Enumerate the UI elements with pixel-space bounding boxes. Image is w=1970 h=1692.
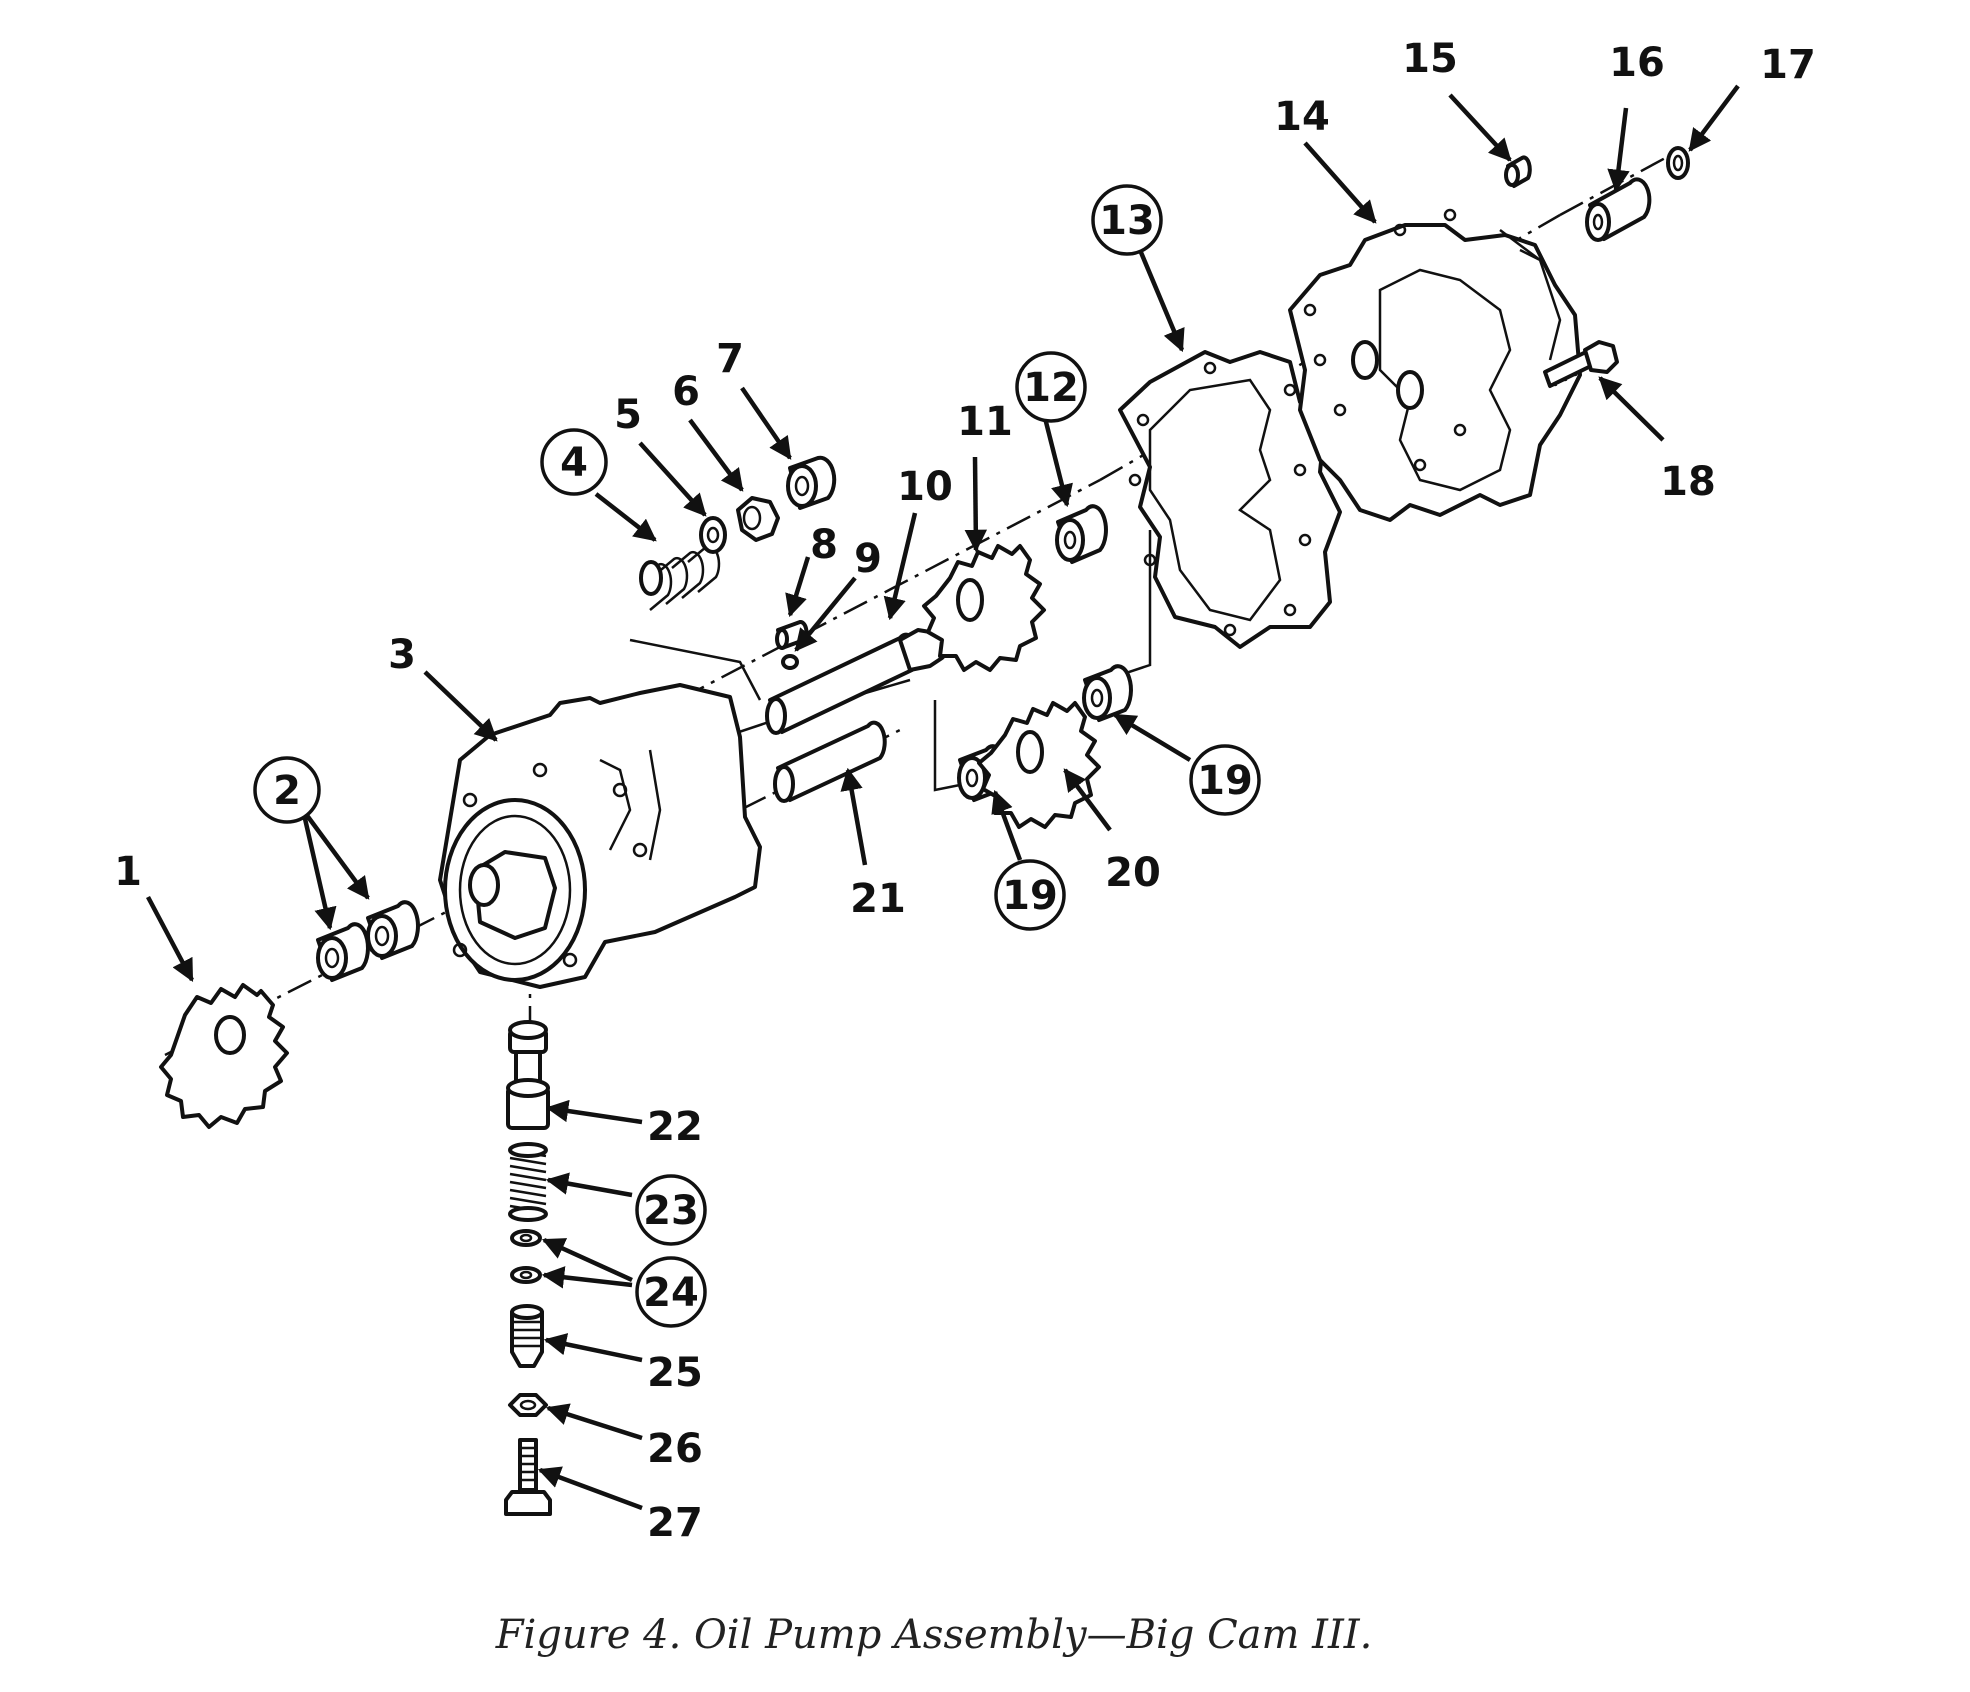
label-23: 23 bbox=[635, 1174, 707, 1246]
label-25: 25 bbox=[647, 1350, 703, 1396]
bushing-2b bbox=[366, 900, 420, 960]
svg-text:16: 16 bbox=[1609, 40, 1665, 86]
washer-26 bbox=[508, 1393, 548, 1417]
label-26: 26 bbox=[647, 1426, 703, 1472]
label-9: 9 bbox=[854, 536, 882, 582]
drive-gear-11 bbox=[922, 544, 1046, 672]
svg-text:26: 26 bbox=[647, 1426, 703, 1472]
svg-text:6: 6 bbox=[672, 369, 700, 415]
label-13: 13 bbox=[1091, 184, 1163, 256]
label-10: 10 bbox=[897, 464, 953, 510]
svg-text:19: 19 bbox=[1002, 873, 1058, 919]
plunger-22 bbox=[506, 1020, 550, 1130]
svg-text:19: 19 bbox=[1197, 758, 1253, 804]
svg-text:27: 27 bbox=[647, 1500, 703, 1546]
svg-text:20: 20 bbox=[1105, 850, 1161, 896]
svg-text:11: 11 bbox=[957, 399, 1013, 445]
leader-arrows bbox=[146, 84, 1740, 1511]
bushing-19a bbox=[1082, 664, 1133, 722]
svg-text:15: 15 bbox=[1402, 36, 1458, 82]
spring-4 bbox=[639, 544, 721, 611]
label-19b: 19 bbox=[994, 859, 1066, 931]
svg-text:10: 10 bbox=[897, 464, 953, 510]
spring-23 bbox=[508, 1142, 548, 1222]
label-5: 5 bbox=[614, 392, 642, 438]
svg-text:18: 18 bbox=[1660, 459, 1716, 505]
svg-text:21: 21 bbox=[850, 876, 906, 922]
svg-text:4: 4 bbox=[560, 440, 588, 486]
label-18: 18 bbox=[1660, 459, 1716, 505]
label-7: 7 bbox=[716, 336, 744, 382]
label-17: 17 bbox=[1760, 42, 1816, 88]
svg-text:17: 17 bbox=[1760, 42, 1816, 88]
label-14: 14 bbox=[1274, 94, 1330, 140]
svg-text:3: 3 bbox=[388, 632, 416, 678]
screw-18 bbox=[1543, 340, 1619, 388]
label-3: 3 bbox=[388, 632, 416, 678]
svg-text:23: 23 bbox=[643, 1188, 699, 1234]
washer-5 bbox=[699, 516, 727, 554]
pump-body-3 bbox=[438, 683, 762, 989]
svg-text:9: 9 bbox=[854, 536, 882, 582]
label-21: 21 bbox=[850, 876, 906, 922]
label-6: 6 bbox=[672, 369, 700, 415]
svg-text:24: 24 bbox=[643, 1270, 699, 1316]
cap-7 bbox=[786, 455, 837, 510]
label-22: 22 bbox=[647, 1104, 703, 1150]
svg-text:25: 25 bbox=[647, 1350, 703, 1396]
label-11: 11 bbox=[957, 399, 1013, 445]
svg-text:13: 13 bbox=[1099, 198, 1155, 244]
svg-text:1: 1 bbox=[114, 849, 142, 895]
bushing-12 bbox=[1055, 504, 1108, 564]
idler-shaft-21 bbox=[773, 720, 887, 803]
gasket-13 bbox=[1118, 350, 1342, 649]
pump-cover-14 bbox=[1288, 208, 1582, 522]
label-8: 8 bbox=[810, 522, 838, 568]
idler-gear-20 bbox=[977, 701, 1101, 829]
label-12: 12 bbox=[1015, 351, 1087, 423]
bushing-2a bbox=[316, 922, 370, 982]
label-4: 4 bbox=[540, 428, 608, 496]
label-19a: 19 bbox=[1189, 744, 1261, 816]
label-24: 24 bbox=[635, 1256, 707, 1328]
label-20: 20 bbox=[1105, 850, 1161, 896]
sleeve-16 bbox=[1585, 177, 1652, 242]
svg-text:8: 8 bbox=[810, 522, 838, 568]
label-16: 16 bbox=[1609, 40, 1665, 86]
svg-text:12: 12 bbox=[1023, 365, 1079, 411]
label-1: 1 bbox=[114, 849, 142, 895]
plug-6 bbox=[736, 496, 780, 542]
bolt-27 bbox=[504, 1438, 552, 1516]
label-27: 27 bbox=[647, 1500, 703, 1546]
svg-text:22: 22 bbox=[647, 1104, 703, 1150]
label-2: 2 bbox=[253, 756, 321, 824]
part-labels: 1 2 3 4 5 6 7 8 9 10 11 12 13 14 15 16 1… bbox=[114, 36, 1816, 1546]
label-15: 15 bbox=[1402, 36, 1458, 82]
svg-text:5: 5 bbox=[614, 392, 642, 438]
drive-gear-1 bbox=[159, 983, 289, 1129]
svg-text:7: 7 bbox=[716, 336, 744, 382]
washer-24b bbox=[510, 1266, 542, 1284]
figure-caption: Figure 4. Oil Pump Assembly—Big Cam III. bbox=[495, 1612, 1373, 1658]
washer-24a bbox=[510, 1229, 542, 1247]
svg-text:14: 14 bbox=[1274, 94, 1330, 140]
ring-17 bbox=[1666, 146, 1690, 180]
ball-9 bbox=[781, 654, 799, 670]
svg-text:2: 2 bbox=[273, 768, 301, 814]
drive-shaft-10 bbox=[765, 624, 954, 735]
plug-25 bbox=[510, 1304, 544, 1368]
plug-15 bbox=[1504, 155, 1532, 188]
